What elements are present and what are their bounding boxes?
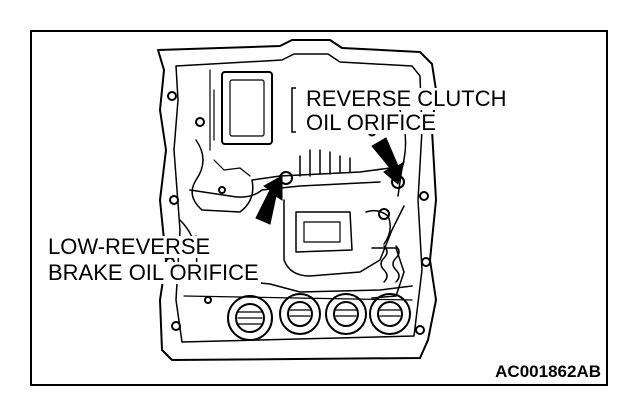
solenoid-valve-1 bbox=[227, 295, 273, 341]
oil-channel bbox=[295, 211, 353, 253]
oil-channel bbox=[189, 181, 381, 198]
solenoid-valve-3 bbox=[325, 293, 367, 335]
oil-channel bbox=[191, 139, 391, 213]
arrow-low-reverse bbox=[255, 175, 283, 225]
oil-channel bbox=[283, 199, 405, 277]
low-reverse-label-line1: LOW-REVERSE bbox=[46, 234, 213, 259]
oil-channel bbox=[299, 149, 351, 177]
reverse-clutch-label-line1: REVERSE CLUTCH bbox=[304, 86, 509, 111]
reverse-clutch-label-line2: OIL ORIFICE bbox=[304, 110, 438, 135]
figure-code: AC001862AB bbox=[492, 362, 604, 382]
solenoid-valve-2 bbox=[279, 293, 321, 335]
solenoid-valve-4 bbox=[369, 293, 411, 335]
valve-body-outline bbox=[157, 39, 437, 361]
low-reverse-label-line2: BRAKE OIL ORIFICE bbox=[46, 260, 261, 285]
upper-valve-block bbox=[221, 71, 273, 145]
valve-body-inner-outline bbox=[173, 53, 423, 343]
arrow-reverse-clutch bbox=[371, 137, 405, 185]
